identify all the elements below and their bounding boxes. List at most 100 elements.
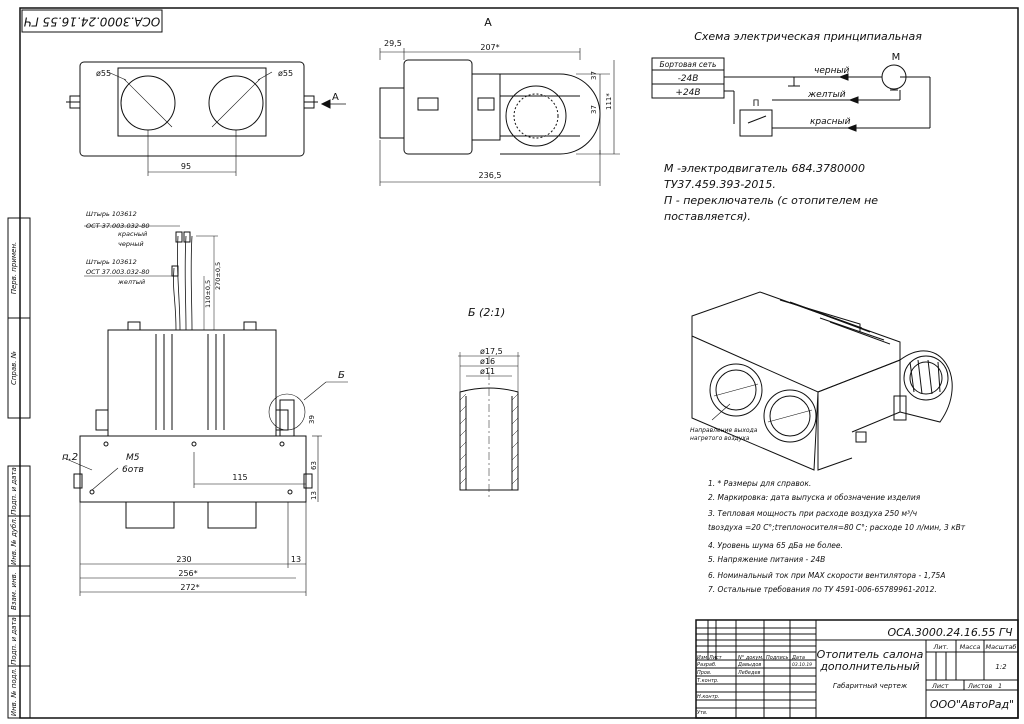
tb-sheet: Лист: [931, 682, 949, 690]
note-line: 7. Остальные требования по ТУ 4591-006-6…: [708, 585, 937, 594]
note-line: tвоздуха =20 С°;tтеплоносителя=80 С°; ра…: [708, 523, 966, 532]
code-stamp: ОСА.3000.24.16.55 ГЧ: [21, 9, 163, 33]
schematic-motor: М: [892, 52, 901, 63]
dim-d16: ø16: [480, 357, 495, 366]
schematic-yellow: желтый: [807, 90, 846, 100]
strip-label: Инв. № дубл.: [10, 517, 18, 565]
note-line: 6. Номинальный ток при MAX скорости вент…: [708, 571, 945, 580]
wire-pin2: Штырь 103612: [86, 258, 137, 266]
top-view: [66, 61, 346, 176]
schematic-plus: +24В: [675, 88, 700, 98]
title-block: [695, 619, 1019, 719]
code-stamp-text: ОСА.3000.24.16.55 ГЧ: [24, 15, 160, 29]
dim-207: 207*: [480, 43, 499, 52]
strip-label: Взам. инв.: [10, 572, 18, 610]
tb-lit: Лит.: [933, 643, 949, 651]
tb-scale: 1:2: [995, 663, 1007, 671]
schematic-title: Схема электрическая принципиальная: [694, 30, 922, 43]
drawing-frame: [19, 7, 1019, 719]
schematic-red: красный: [810, 117, 851, 127]
view-arrow-label: А: [332, 92, 339, 103]
schematic-board: Бортовая сеть: [660, 60, 717, 69]
tb-col-list: Лист: [708, 655, 723, 661]
side-view-a: [379, 48, 620, 186]
legend-line: поставляется).: [664, 210, 751, 223]
tb-prov-name: Лебедев: [737, 670, 761, 676]
dim-29-5: 29,5: [384, 39, 402, 48]
dim-d11: ø11: [480, 367, 495, 376]
note-line: 2. Маркировка: дата выпуска и обозначени…: [708, 493, 921, 502]
dim-270: 270±0,5: [214, 262, 222, 290]
dim-95: 95: [181, 162, 191, 171]
wire-ost1: ОСТ 37.003.032-80: [86, 222, 150, 230]
note-line: 1. * Размеры для справок.: [708, 479, 811, 488]
dim-37a: 37: [590, 71, 598, 80]
tb-razrab-name: Давыдов: [737, 662, 761, 668]
iso-note-2: нагретого воздуха: [690, 435, 750, 442]
dim-63: 63: [310, 461, 318, 470]
tb-razrab-date: 03.10.19: [792, 662, 812, 668]
wire-yellow: желтый: [117, 278, 145, 286]
iso-note-1: Направление выхода: [690, 427, 758, 434]
isometric-view: [691, 291, 953, 471]
legend-line: П - переключатель (с отопителем не: [664, 194, 878, 207]
note-line: 5. Напряжение питания - 24В: [708, 555, 825, 564]
note-line: 4. Уровень шума 65 дБа не более.: [708, 541, 843, 550]
note-ref-p2: п.2: [62, 452, 78, 463]
dim-d55-right: ø55: [278, 69, 293, 78]
schematic-switch: П: [753, 99, 760, 109]
wire-ost2: ОСТ 37.003.032-80: [86, 268, 150, 276]
schematic-black: черный: [814, 66, 850, 76]
tb-code: ОСА.3000.24.16.55 ГЧ: [887, 626, 1012, 639]
detail-b-title: Б (2:1): [468, 306, 505, 319]
tb-row-nkontr: Н.контр.: [697, 694, 719, 700]
tb-sheets-n: 1: [998, 682, 1002, 690]
tb-row-prov: Пров.: [697, 670, 712, 676]
dim-236-5: 236,5: [479, 171, 502, 180]
schematic-minus: -24В: [678, 74, 699, 84]
wire-red: красный: [118, 230, 147, 238]
dim-13a: 13: [310, 491, 318, 500]
note-line: 3. Тепловая мощность при расходе воздуха…: [708, 509, 918, 518]
tb-sheets: Листов: [967, 682, 992, 690]
tb-row-tkontr: Т.контр.: [697, 678, 719, 684]
dim-13b: 13: [291, 555, 301, 564]
strip-label: Инв. № подл.: [10, 668, 18, 716]
dim-37b: 37: [590, 105, 598, 114]
view-a-title: А: [484, 16, 492, 29]
strip-label: Перв. примен.: [10, 242, 18, 295]
dim-115: 115: [232, 473, 247, 482]
tb-scale-header: Масштаб: [986, 643, 1017, 651]
dim-39: 39: [308, 415, 316, 424]
wire-pin1: Штырь 103612: [86, 210, 137, 218]
legend-line: ТУ37.459.393-2015.: [664, 178, 776, 191]
strip-label: Справ. №: [10, 351, 18, 385]
wire-black: черный: [118, 240, 144, 248]
tb-name1: Отопитель салона: [817, 648, 924, 661]
schematic: [651, 57, 931, 137]
label-holes: 6отв: [122, 465, 144, 475]
dim-d17-5: ø17,5: [480, 347, 503, 356]
dim-d55-left: ø55: [96, 69, 111, 78]
tb-mass: Масса: [960, 643, 981, 651]
tb-row-razrab: Разраб.: [697, 662, 717, 668]
tb-name2: дополнительный: [819, 660, 919, 673]
legend-line: М -электродвигатель 684.3780000: [664, 162, 865, 175]
detail-b-hatch: [459, 393, 519, 485]
dim-111: 111*: [605, 93, 613, 110]
tb-col-doc: N° докум.: [738, 655, 764, 661]
left-strip: [7, 217, 31, 719]
detail-b-callout: Б: [338, 370, 345, 381]
tb-col-izm: Изм.: [697, 655, 709, 661]
detail-b: [458, 352, 520, 498]
dim-272: 272*: [180, 583, 199, 592]
front-view: [63, 225, 348, 596]
tb-company: ООО"АвтоРад": [930, 698, 1014, 711]
label-m5: М5: [126, 453, 140, 463]
dim-110: 110±0,5: [204, 280, 212, 308]
strip-label: Подп. и дата: [10, 617, 18, 665]
dim-230: 230: [176, 555, 191, 564]
tb-col-sign: Подпись: [766, 655, 789, 661]
tb-col-date: Дата: [791, 655, 805, 661]
